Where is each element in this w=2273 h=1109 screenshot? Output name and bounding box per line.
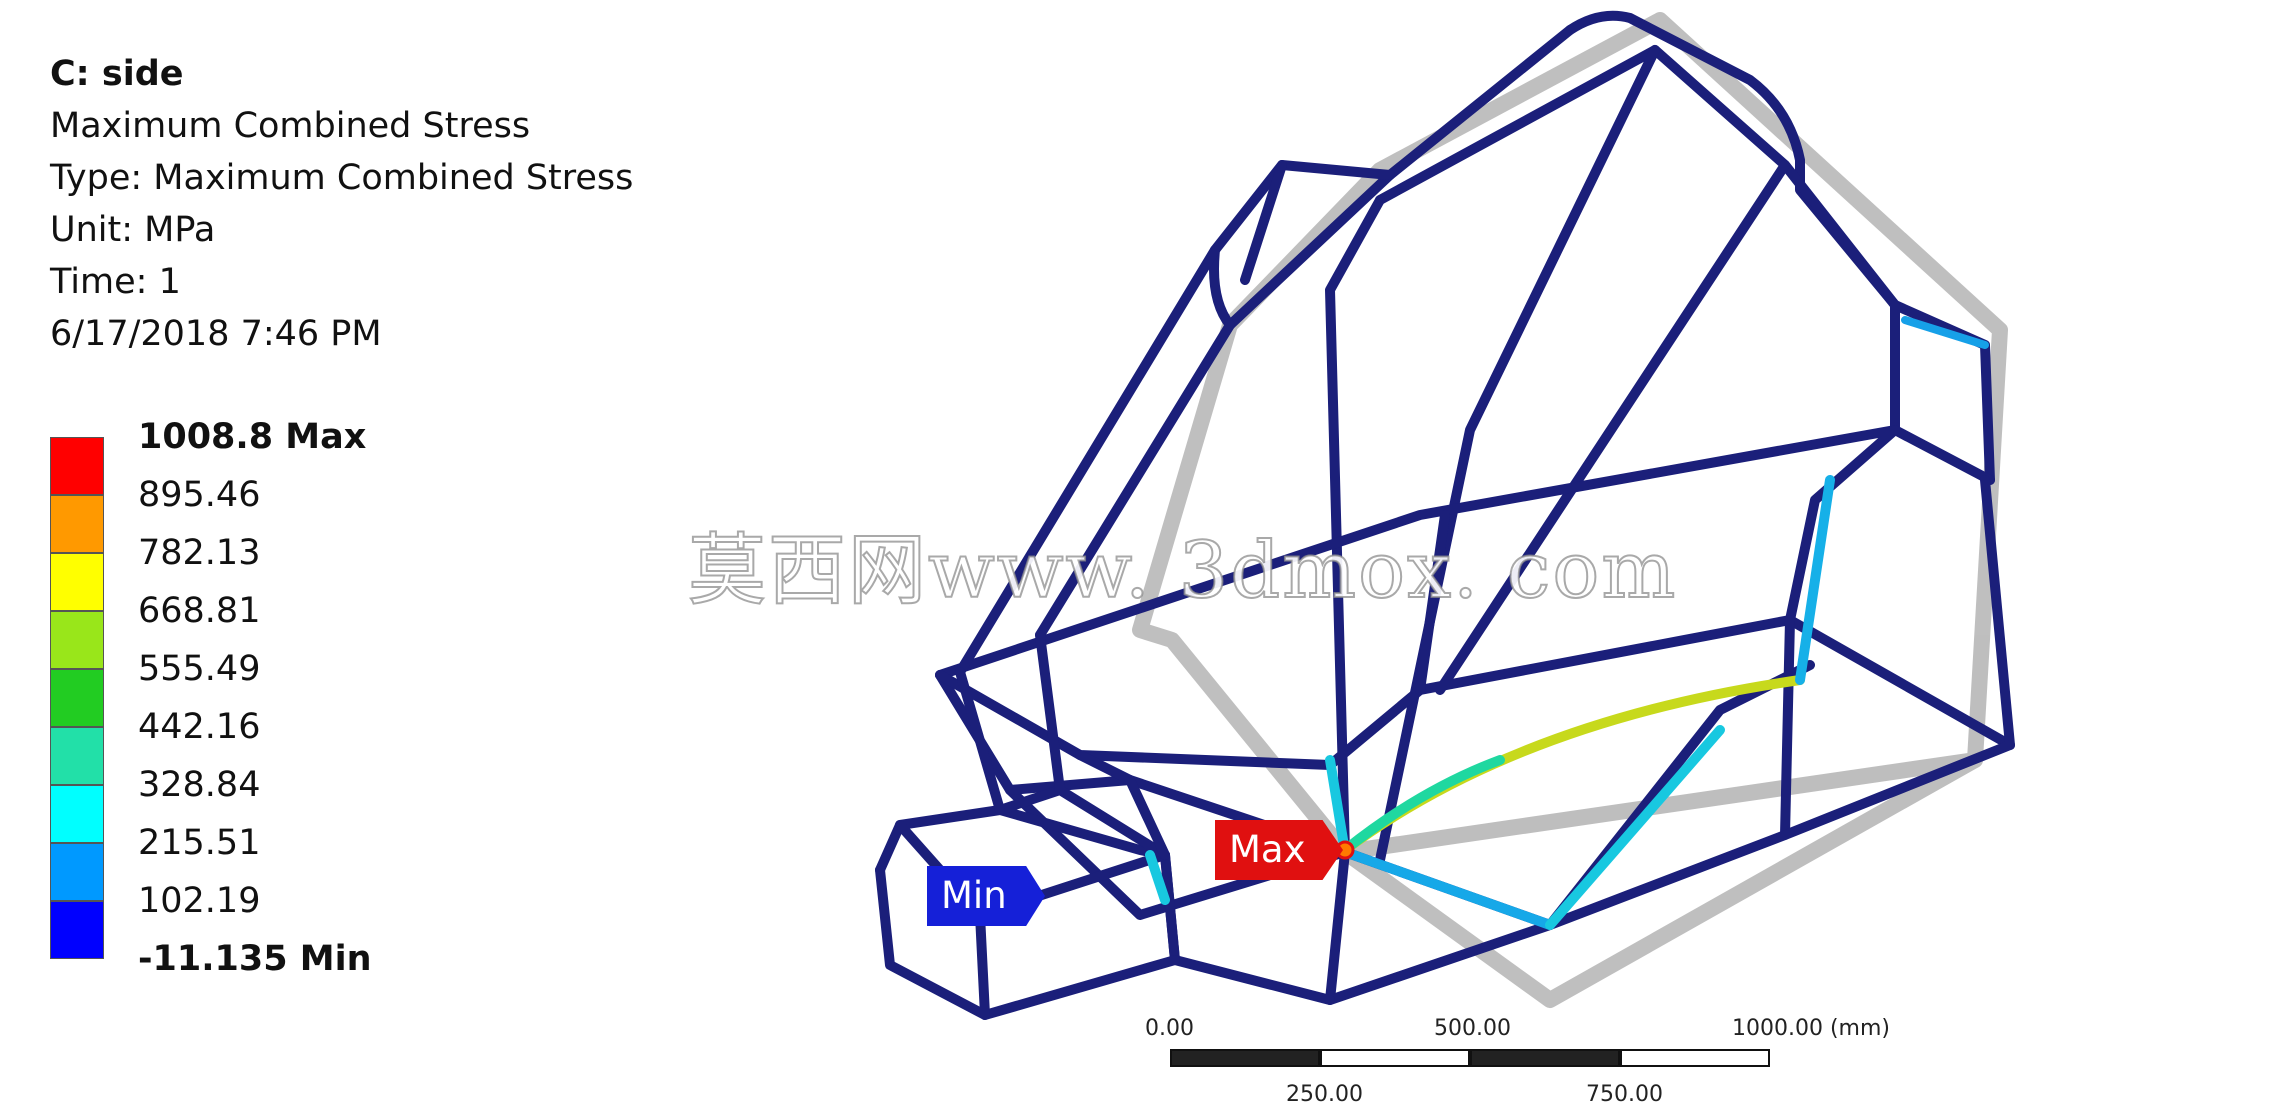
watermark-text: 莫西网www. 3dmox. com — [687, 525, 1678, 617]
legend-swatch-6 — [50, 727, 104, 785]
legend-swatch-2 — [50, 495, 104, 553]
result-type: Type: Maximum Combined Stress — [50, 158, 634, 198]
result-info-panel: C: side Maximum Combined Stress Type: Ma… — [50, 48, 633, 360]
max-probe-label[interactable]: Max — [1215, 820, 1343, 880]
scale-tick-label: 250.00 — [1286, 1082, 1363, 1107]
result-time: Time: 1 — [50, 262, 181, 302]
scale-tick-label: 750.00 — [1586, 1082, 1663, 1107]
legend-label: 102.19 — [138, 881, 261, 921]
legend-label: 215.51 — [138, 823, 261, 863]
result-timestamp: 6/17/2018 7:46 PM — [50, 314, 382, 354]
scale-tick-label: 0.00 — [1145, 1016, 1194, 1041]
scale-segment — [1320, 1049, 1470, 1067]
legend-swatch-7 — [50, 785, 104, 843]
scale-segment — [1170, 1049, 1320, 1067]
legend-label: 895.46 — [138, 475, 261, 515]
min-probe-label[interactable]: Min — [927, 866, 1045, 926]
scale-segment — [1470, 1049, 1620, 1067]
legend-swatch-4 — [50, 611, 104, 669]
legend-label-min: -11.135 Min — [138, 939, 372, 979]
legend-swatch-1 — [50, 437, 104, 495]
legend-swatch-8 — [50, 843, 104, 901]
scale-bar: 0.00 500.00 1000.00 (mm) 250.00 750.00 — [1145, 1016, 1890, 1107]
legend-label-max: 1008.8 Max — [138, 417, 367, 457]
legend-label: 555.49 — [138, 649, 261, 689]
scale-segment — [1620, 1049, 1770, 1067]
result-name: Maximum Combined Stress — [50, 106, 531, 146]
legend-swatch-9 — [50, 901, 104, 959]
scale-tick-label: 1000.00 (mm) — [1732, 1016, 1890, 1041]
result-title: C: side — [50, 54, 184, 94]
result-unit: Unit: MPa — [50, 210, 216, 250]
scale-tick-label: 500.00 — [1434, 1016, 1511, 1041]
legend-label: 328.84 — [138, 765, 261, 805]
legend-swatch-5 — [50, 669, 104, 727]
legend-label: 668.81 — [138, 591, 261, 631]
legend-swatch-3 — [50, 553, 104, 611]
legend-label: 782.13 — [138, 533, 261, 573]
legend-label: 442.16 — [138, 707, 261, 747]
